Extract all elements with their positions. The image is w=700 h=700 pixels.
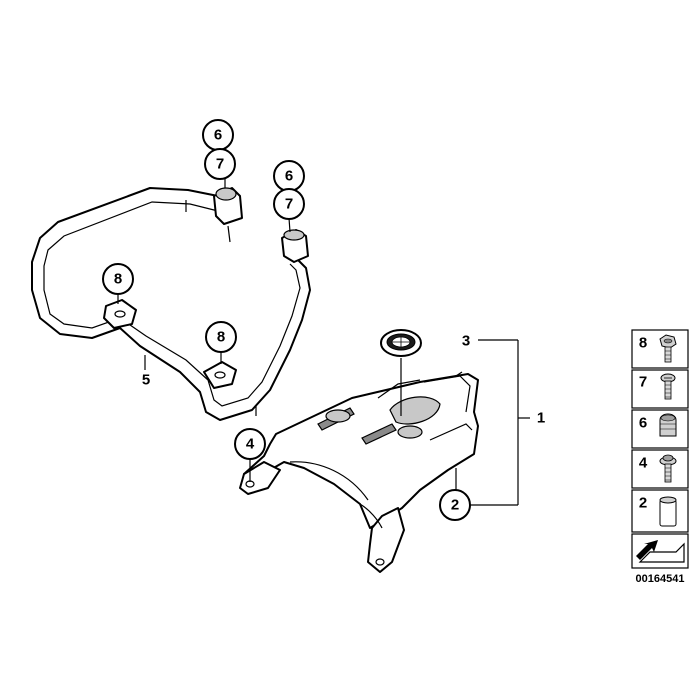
callout-number: 4 — [246, 436, 255, 453]
callout-number: 6 — [285, 168, 293, 185]
callout-4: 4 — [234, 428, 266, 460]
callout-7-right: 7 — [273, 188, 305, 220]
callout-8-left: 8 — [102, 263, 134, 295]
callout-6-left: 6 — [202, 119, 234, 151]
luggage-rack-plate-part — [239, 371, 479, 573]
roundel-emblem-part — [380, 329, 422, 416]
legend-item-7: 7 — [639, 373, 676, 400]
label-part-5: 5 — [142, 372, 150, 389]
screw-icon — [660, 373, 676, 400]
reference-number: 00164541 — [636, 573, 685, 585]
legend-panel: 8 7 6 — [631, 329, 689, 585]
bushing-icon — [659, 496, 677, 527]
callout-7-left: 7 — [204, 148, 236, 180]
legend-item-8: 8 — [639, 334, 677, 363]
rubber-cap-icon — [659, 413, 677, 437]
callout-number: 2 — [451, 497, 459, 514]
hex-bolt-icon — [659, 334, 677, 363]
callout-6-right: 6 — [273, 160, 305, 192]
legend-item-2: 2 — [639, 495, 677, 527]
callout-2: 2 — [439, 489, 471, 521]
grab-handle-part — [31, 187, 311, 421]
callout-number: 7 — [216, 156, 224, 173]
callout-number: 8 — [217, 329, 225, 346]
bolt-washer-icon — [659, 454, 677, 483]
leader-lines — [117, 177, 530, 506]
legend-item-6: 6 — [639, 413, 677, 437]
callout-number: 8 — [114, 271, 122, 288]
label-part-1: 1 — [537, 410, 545, 427]
callout-number: 6 — [214, 127, 222, 144]
label-part-3: 3 — [462, 333, 470, 350]
svg-text:4: 4 — [639, 455, 648, 472]
arrow-icon — [636, 540, 685, 563]
svg-text:7: 7 — [639, 374, 647, 391]
svg-text:8: 8 — [639, 335, 647, 352]
legend-item-4: 4 — [639, 454, 677, 483]
callout-8-center: 8 — [205, 321, 237, 353]
svg-text:2: 2 — [639, 495, 647, 512]
callout-number: 7 — [285, 196, 293, 213]
svg-text:6: 6 — [639, 415, 647, 432]
